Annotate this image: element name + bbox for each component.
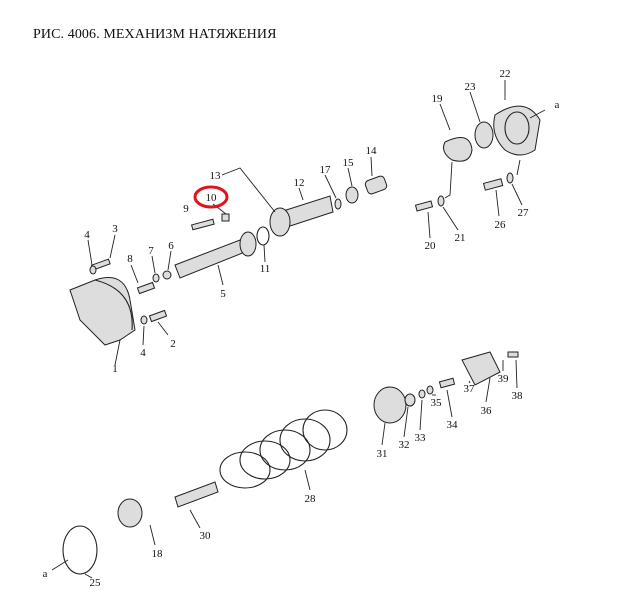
label-32: 32 <box>399 439 410 451</box>
label-6: 6 <box>168 240 174 252</box>
label-12: 12 <box>294 177 305 189</box>
label-20: 20 <box>425 240 437 252</box>
label-3: 3 <box>112 223 118 235</box>
part-5-shaft <box>174 231 257 286</box>
label-a-top: a <box>555 99 560 111</box>
label-5: 5 <box>220 288 226 300</box>
part-11-oring <box>256 226 270 246</box>
label-38: 38 <box>512 390 524 402</box>
part-12-cylinder <box>221 167 334 263</box>
label-33: 33 <box>415 432 427 444</box>
label-34: 34 <box>447 419 459 431</box>
label-21: 21 <box>455 232 466 244</box>
label-11: 11 <box>260 263 271 275</box>
highlight-ring <box>193 185 229 209</box>
label-19: 19 <box>432 93 444 105</box>
label-27: 27 <box>518 207 530 219</box>
label-25: 25 <box>90 577 102 589</box>
part-labels: a 22 23 19 14 15 17 12 13 10 9 3 4 8 7 6… <box>43 68 560 589</box>
label-10: 10 <box>206 192 218 204</box>
small-parts <box>87 156 388 346</box>
part-1-housing <box>69 277 136 366</box>
label-13: 13 <box>210 170 222 182</box>
label-35: 35 <box>431 397 443 409</box>
label-18: 18 <box>152 548 164 560</box>
cover-group-top <box>414 80 546 239</box>
label-22: 22 <box>500 68 511 80</box>
label-31: 31 <box>377 448 388 460</box>
label-14: 14 <box>366 145 378 157</box>
label-8: 8 <box>127 253 133 265</box>
label-2: 2 <box>170 338 176 350</box>
label-9: 9 <box>183 203 189 215</box>
label-23: 23 <box>465 81 477 93</box>
label-39: 39 <box>498 373 510 385</box>
label-1: 1 <box>112 363 118 375</box>
part-25-oring <box>62 525 98 575</box>
label-4-bottom: 4 <box>140 347 146 359</box>
label-28: 28 <box>305 493 317 505</box>
label-37: 37 <box>464 383 476 395</box>
label-15: 15 <box>343 157 355 169</box>
label-a-bottom: a <box>43 568 48 580</box>
figure-title: РИС. 4006. МЕХАНИЗМ НАТЯЖЕНИЯ <box>33 27 277 42</box>
label-36: 36 <box>481 405 493 417</box>
spring-group <box>51 351 519 579</box>
label-7: 7 <box>148 245 154 257</box>
label-30: 30 <box>200 530 212 542</box>
part-28-spring <box>219 409 348 489</box>
label-17: 17 <box>320 164 332 176</box>
label-4-top: 4 <box>84 229 90 241</box>
label-26: 26 <box>495 219 507 231</box>
